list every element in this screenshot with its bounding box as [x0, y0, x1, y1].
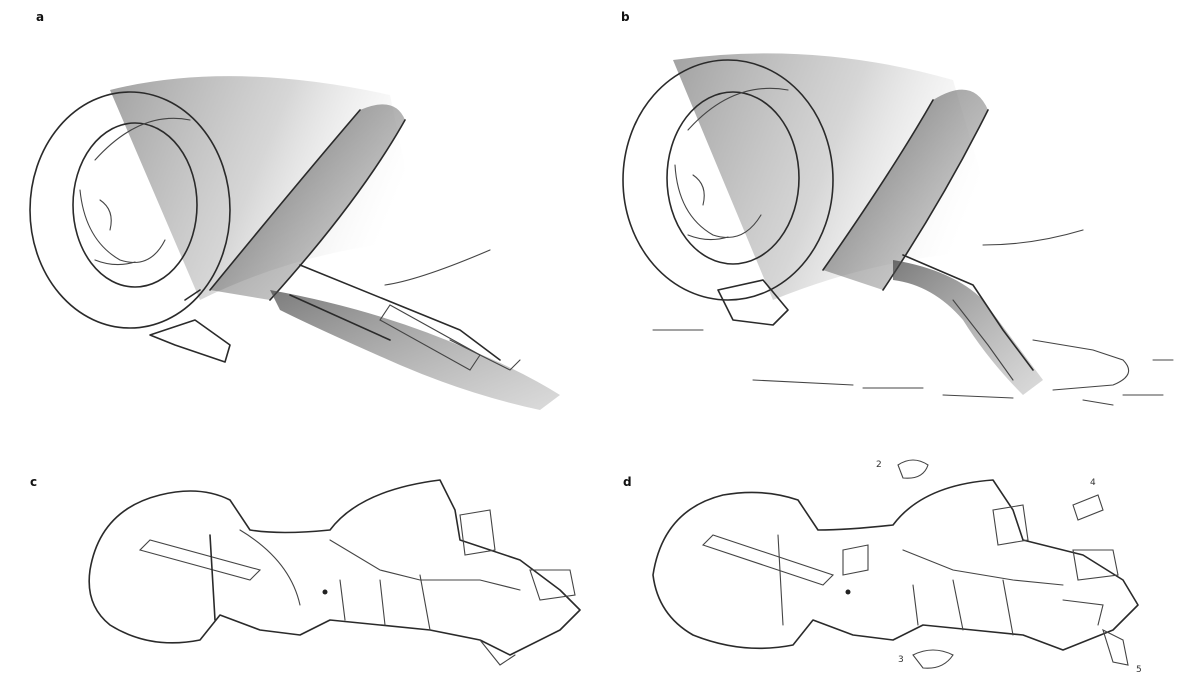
panel-c-illustration	[0, 440, 593, 682]
part-marker-2: 2	[876, 460, 882, 470]
loose-part-3	[913, 650, 953, 668]
shaded-bar	[140, 540, 260, 580]
arm-outline	[89, 480, 580, 655]
panel-b-illustration	[593, 0, 1186, 440]
panel-a-label: a	[36, 10, 44, 24]
loose-part-2	[898, 460, 928, 478]
part-marker-5: 5	[1136, 665, 1142, 675]
panel-b-label: b	[621, 10, 630, 24]
panel-d-label: d	[623, 475, 632, 489]
forearm	[893, 260, 1043, 395]
arm-outline	[653, 480, 1138, 650]
panel-d: d 2 4 3 5	[593, 440, 1186, 682]
panel-a: a	[0, 0, 593, 440]
loose-part-5	[1103, 630, 1128, 665]
panel-b: b	[593, 0, 1186, 440]
part-marker-3: 3	[898, 655, 904, 665]
part-marker-4: 4	[1090, 478, 1096, 488]
loose-part-4	[1073, 495, 1103, 520]
panel-c: c	[0, 440, 593, 682]
forearm	[270, 290, 560, 410]
shaded-bar	[703, 535, 833, 585]
panel-c-label: c	[30, 475, 37, 489]
panel-a-illustration	[0, 0, 593, 440]
base-mount	[150, 320, 230, 362]
panel-d-illustration	[593, 440, 1186, 682]
